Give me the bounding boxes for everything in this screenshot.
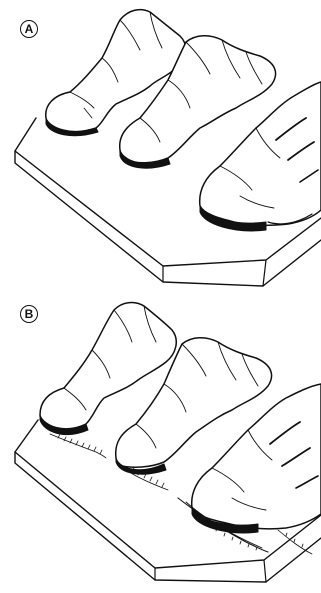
- panel-b-diagram: [15, 303, 321, 582]
- panel-a-diagram: [15, 10, 321, 286]
